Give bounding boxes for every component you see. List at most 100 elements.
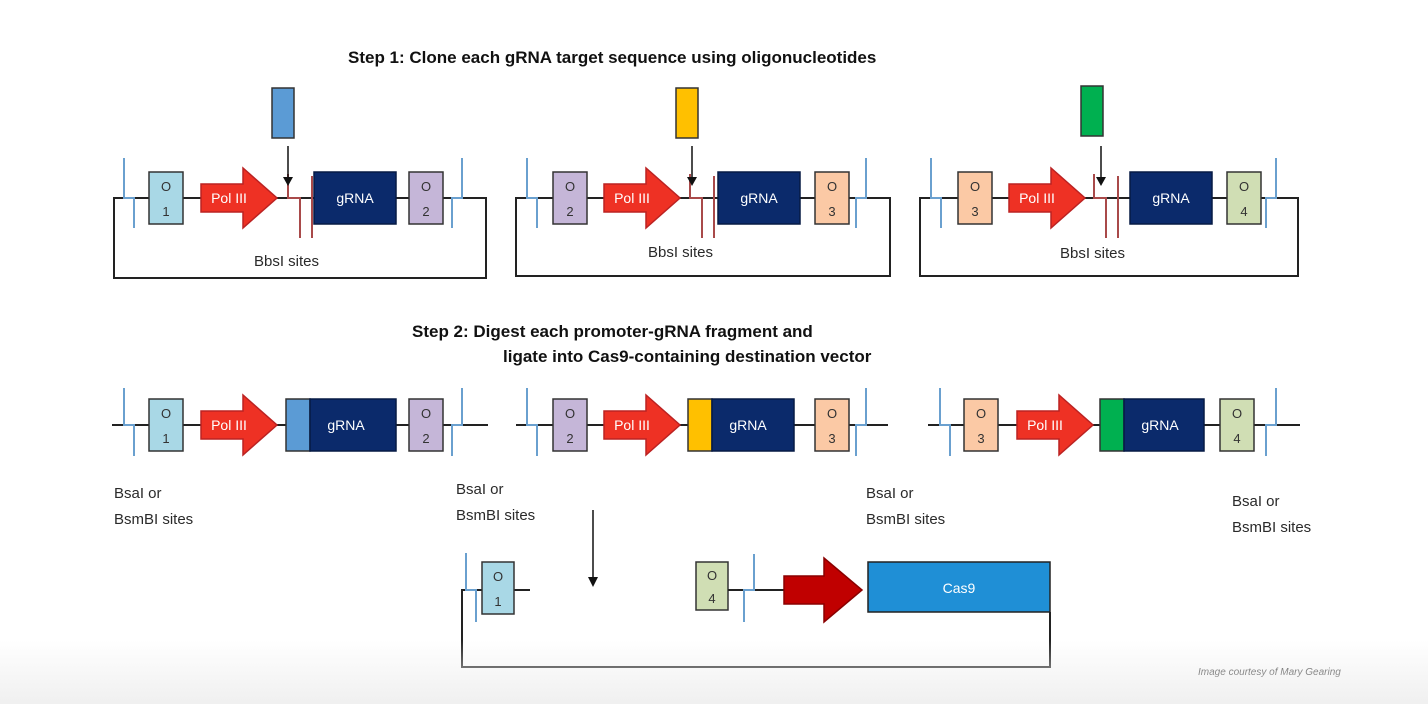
svg-text:BsaI or: BsaI or bbox=[1232, 493, 1280, 510]
cas9-promoter bbox=[783, 556, 864, 624]
step2-title-line1: Step 2: Digest each promoter-gRNA fragme… bbox=[412, 322, 813, 341]
overlap-box-right: O 4 bbox=[695, 561, 729, 611]
svg-text:gRNA: gRNA bbox=[327, 417, 365, 433]
oligo-block bbox=[1080, 85, 1104, 137]
grna-box: gRNA bbox=[1123, 398, 1205, 452]
svg-text:O: O bbox=[1232, 406, 1242, 421]
pol-iii-promoter: Pol III bbox=[200, 393, 279, 457]
plasmid-backbone bbox=[515, 197, 891, 277]
svg-text:Pol III: Pol III bbox=[614, 190, 650, 206]
pol-iii-promoter: Pol III bbox=[1008, 166, 1087, 230]
bsai-site-left bbox=[123, 158, 135, 228]
step2-fragment-1: O 1 Pol III gRNA O 2 bbox=[112, 388, 488, 457]
cas9-box: Cas9 bbox=[867, 561, 1051, 613]
svg-text:BsmBI sites: BsmBI sites bbox=[114, 511, 193, 528]
bsai-site-left bbox=[930, 158, 942, 228]
insertion-arrow-icon bbox=[1096, 146, 1106, 186]
svg-text:Pol III: Pol III bbox=[1019, 190, 1055, 206]
svg-text:Pol III: Pol III bbox=[211, 417, 247, 433]
insertion-arrow-icon bbox=[687, 146, 697, 186]
overlap-box-right: O 4 bbox=[1219, 398, 1255, 452]
svg-text:O: O bbox=[976, 406, 986, 421]
oligo-block bbox=[675, 87, 699, 139]
bsai-site-left bbox=[123, 388, 135, 456]
bsai-bsmbi-label-4: BsaI or BsmBI sites bbox=[1232, 493, 1311, 536]
oligo-block bbox=[271, 87, 295, 139]
svg-text:gRNA: gRNA bbox=[1141, 417, 1179, 433]
step2-fragment-3: O 3 Pol III gRNA O 4 bbox=[928, 388, 1300, 457]
svg-text:2: 2 bbox=[566, 431, 573, 446]
bbsi-sites-label: BbsI sites bbox=[254, 253, 319, 270]
svg-text:O: O bbox=[707, 568, 717, 583]
bbsi-sites-label: BbsI sites bbox=[1060, 245, 1125, 262]
svg-text:O: O bbox=[827, 179, 837, 194]
pol-iii-promoter: Pol III bbox=[200, 166, 279, 230]
grna-box: gRNA bbox=[717, 171, 801, 225]
svg-text:BsmBI sites: BsmBI sites bbox=[1232, 519, 1311, 536]
step1-construct-1: O 1 Pol III gRNA O 2 BbsI sites bbox=[113, 87, 487, 279]
svg-text:2: 2 bbox=[566, 204, 573, 219]
target-sequence bbox=[687, 398, 713, 452]
svg-text:3: 3 bbox=[828, 431, 835, 446]
target-sequence bbox=[285, 398, 311, 452]
overlap-box-right: O 2 bbox=[408, 171, 444, 225]
bsai-site-left bbox=[465, 553, 477, 622]
svg-text:O: O bbox=[493, 569, 503, 584]
svg-text:BsmBI sites: BsmBI sites bbox=[456, 507, 535, 524]
grna-box: gRNA bbox=[711, 398, 795, 452]
overlap-box-right: O 4 bbox=[1226, 171, 1262, 225]
svg-text:3: 3 bbox=[977, 431, 984, 446]
bbsi-site bbox=[1093, 174, 1107, 238]
bbsi-sites-label: BbsI sites bbox=[648, 244, 713, 261]
svg-text:gRNA: gRNA bbox=[729, 417, 767, 433]
bsai-site-left bbox=[526, 158, 538, 228]
insertion-arrow-icon bbox=[283, 146, 293, 186]
svg-text:BsaI or: BsaI or bbox=[866, 485, 914, 502]
step2-fragment-2: O 2 Pol III gRNA O 3 bbox=[516, 388, 888, 457]
svg-text:3: 3 bbox=[971, 204, 978, 219]
bsai-site-right bbox=[855, 388, 867, 456]
svg-text:O: O bbox=[565, 406, 575, 421]
svg-text:4: 4 bbox=[1240, 204, 1247, 219]
svg-text:O: O bbox=[970, 179, 980, 194]
svg-text:Pol III: Pol III bbox=[614, 417, 650, 433]
grna-box: gRNA bbox=[1129, 171, 1213, 225]
svg-text:gRNA: gRNA bbox=[336, 190, 374, 206]
svg-text:gRNA: gRNA bbox=[740, 190, 778, 206]
svg-text:1: 1 bbox=[162, 204, 169, 219]
svg-text:BsaI or: BsaI or bbox=[114, 485, 162, 502]
image-credit: Image courtesy of Mary Gearing bbox=[1198, 667, 1341, 678]
svg-text:O: O bbox=[1239, 179, 1249, 194]
bsai-bsmbi-label-3: BsaI or BsmBI sites bbox=[866, 485, 945, 528]
grna-box: gRNA bbox=[313, 171, 397, 225]
bsai-site-left bbox=[526, 388, 538, 456]
svg-text:gRNA: gRNA bbox=[1152, 190, 1190, 206]
overlap-box-right: O 2 bbox=[408, 398, 444, 452]
bsai-bsmbi-label-1: BsaI or BsmBI sites bbox=[114, 485, 193, 528]
plasmid-backbone bbox=[919, 197, 1299, 277]
svg-text:1: 1 bbox=[162, 431, 169, 446]
bsai-site-right bbox=[1265, 158, 1277, 228]
svg-text:O: O bbox=[421, 406, 431, 421]
pol-iii-promoter: Pol III bbox=[1016, 393, 1095, 457]
grna-box: gRNA bbox=[309, 398, 397, 452]
bbsi-site bbox=[689, 174, 703, 238]
svg-text:2: 2 bbox=[422, 204, 429, 219]
svg-text:4: 4 bbox=[1233, 431, 1240, 446]
bsai-site-right bbox=[855, 158, 867, 228]
step1-construct-3: O 3 Pol III gRNA O 4 BbsI sites bbox=[919, 85, 1299, 277]
bbsi-site bbox=[287, 174, 301, 238]
svg-text:2: 2 bbox=[422, 431, 429, 446]
down-arrow-icon bbox=[588, 510, 598, 587]
svg-text:Pol III: Pol III bbox=[211, 190, 247, 206]
svg-text:1: 1 bbox=[494, 594, 501, 609]
bsai-site-left bbox=[939, 388, 951, 456]
svg-text:Cas9: Cas9 bbox=[943, 580, 976, 596]
overlap-box-left: O 2 bbox=[552, 171, 588, 225]
svg-text:Pol III: Pol III bbox=[1027, 417, 1063, 433]
overlap-box-left: O 3 bbox=[957, 171, 993, 225]
bsai-site-right bbox=[1265, 388, 1277, 456]
svg-text:O: O bbox=[161, 406, 171, 421]
